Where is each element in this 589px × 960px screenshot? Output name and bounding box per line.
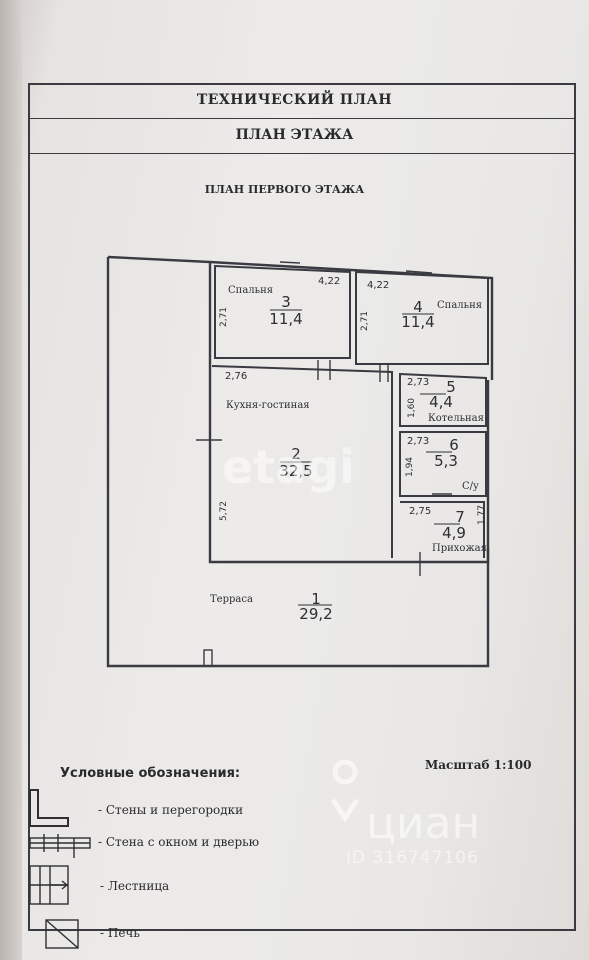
dim-bedroom-3-width: 4,22 xyxy=(318,276,341,287)
floor-plan-title: ПЛАН ПЕРВОГО ЭТАЖА xyxy=(204,183,365,196)
hall-walls xyxy=(400,501,485,558)
page-binding-shadow xyxy=(0,0,22,960)
room-area-7: 4,9 xyxy=(442,524,466,542)
legend-label-window-door: - Стена с окном и дверью xyxy=(98,835,260,849)
room-area-1: 29,2 xyxy=(299,605,333,623)
cian-watermark: циан xyxy=(366,798,481,849)
legend-title: Условные обозначения: xyxy=(60,766,241,781)
room-area-3: 11,4 xyxy=(269,310,303,328)
etagi-watermark: etagi xyxy=(222,440,355,494)
room-name-terrace: Терраса xyxy=(210,594,253,605)
room-number-4: 4 xyxy=(413,298,423,316)
dim-bedroom-4-width: 4,22 xyxy=(367,280,390,291)
room-number-2: 2 xyxy=(291,445,301,463)
dim-kitchen-width: 2,76 xyxy=(225,371,248,382)
scale-label: Масштаб 1:100 xyxy=(425,758,532,772)
room-name-bedroom-3: Спальня xyxy=(228,285,274,296)
terrace-outline xyxy=(106,257,490,668)
legend-label-stairs: - Лестница xyxy=(100,879,170,893)
document-subtitle: ПЛАН ЭТАЖА xyxy=(235,127,354,143)
house-outer-wall xyxy=(209,260,494,380)
legend-label-stove: - Печь xyxy=(100,926,140,940)
wall-symbol-icon xyxy=(29,789,69,827)
wc-walls xyxy=(399,431,487,497)
stove-icon xyxy=(45,919,79,949)
staircase-icon xyxy=(29,865,69,905)
room-number-6: 6 xyxy=(449,436,459,454)
room-number-3: 3 xyxy=(281,293,291,311)
room-name-kitchen: Кухня-гостиная xyxy=(226,400,310,411)
legend-label-walls: - Стены и перегородки xyxy=(98,803,244,817)
bedroom-3-walls xyxy=(214,264,351,359)
bedroom-4-walls xyxy=(355,270,489,365)
room-name-boiler: Котельная xyxy=(428,413,484,424)
title-divider xyxy=(30,118,574,119)
room-area-5: 4,4 xyxy=(429,393,453,411)
room-area-2: 32,5 xyxy=(279,462,313,480)
room-number-7: 7 xyxy=(455,508,465,526)
terrace-top-wall xyxy=(107,255,211,264)
room-number-5: 5 xyxy=(446,378,456,396)
document-title: ТЕХНИЧЕСКИЙ ПЛАН xyxy=(196,92,393,108)
drawing-frame xyxy=(28,83,576,931)
window-door-wall-icon xyxy=(29,834,91,858)
room-area-6: 5,3 xyxy=(434,452,458,470)
room-name-hall: Прихожая xyxy=(432,543,487,554)
dim-hall-width: 2,75 xyxy=(409,506,432,517)
cian-id-watermark: ID 316747106 xyxy=(346,848,479,868)
room-area-4: 11,4 xyxy=(401,313,435,331)
boiler-room-walls xyxy=(399,372,487,427)
room-name-wc: С/у xyxy=(462,481,479,492)
room-name-bedroom-4: Спальня xyxy=(437,300,483,311)
dim-boiler-width: 2,73 xyxy=(407,377,430,388)
room-number-1: 1 xyxy=(311,590,321,608)
title-divider-bottom xyxy=(30,153,574,154)
kitchen-walls xyxy=(211,365,393,558)
house-left-bottom-wall xyxy=(208,262,490,564)
dim-wc-width: 2,73 xyxy=(407,436,430,447)
